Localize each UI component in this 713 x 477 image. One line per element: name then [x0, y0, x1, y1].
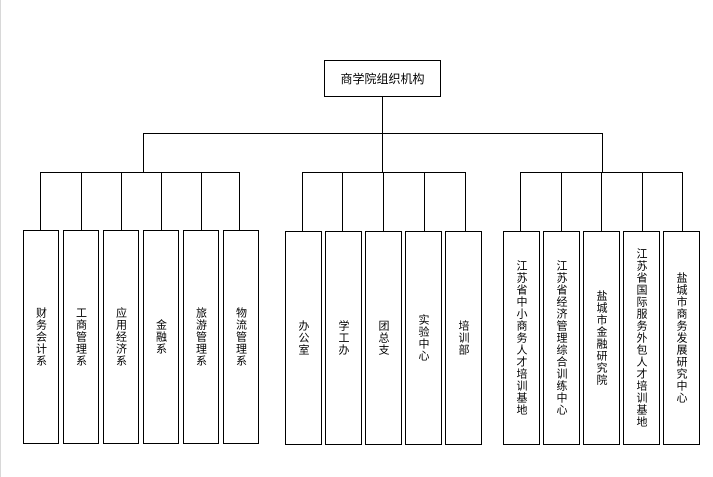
node-label: 盐城市商务发展研究中心	[675, 272, 688, 404]
node-label: 江苏省经济管理综合训练中心	[555, 260, 568, 416]
node-label: 实验中心	[417, 314, 430, 362]
group-1-bus	[40, 172, 239, 173]
node-label: 盐城市金融研究院	[595, 290, 608, 386]
leaf-drop	[561, 172, 562, 232]
group-3-drop	[602, 133, 603, 173]
leaf-drop	[465, 172, 466, 232]
node-label: 金融系	[154, 319, 168, 355]
node-tourism-management-dept: 旅游管理系	[183, 230, 219, 444]
node-label: 物流管理系	[234, 307, 248, 367]
leaf-drop	[383, 172, 384, 232]
node-yancheng-finance-institute: 盐城市金融研究院	[583, 231, 620, 445]
node-business-admin-dept: 工商管理系	[63, 230, 99, 444]
node-label: 应用经济系	[114, 307, 128, 367]
leaf-drop	[601, 172, 602, 232]
left-edge-rule	[0, 0, 1, 477]
node-student-affairs-office: 学工办	[325, 231, 362, 445]
node-label: 学工办	[337, 320, 350, 356]
node-jiangsu-econ-mgmt-training-center: 江苏省经济管理综合训练中心	[543, 231, 580, 445]
leaf-drop	[424, 172, 425, 232]
node-youth-league-branch: 团总支	[365, 231, 402, 445]
node-jiangsu-outsourcing-talent-base: 江苏省国际服务外包人才培训基地	[623, 231, 660, 445]
leaf-drop	[682, 172, 683, 232]
leaf-drop	[121, 172, 122, 231]
leaf-drop	[302, 172, 303, 232]
node-applied-economics-dept: 应用经济系	[103, 230, 139, 444]
node-label: 培训部	[457, 320, 470, 356]
main-bus-horizontal	[143, 133, 603, 134]
leaf-drop	[201, 172, 202, 231]
node-label: 办公室	[297, 320, 310, 356]
group-2-drop	[382, 133, 383, 173]
root-node: 商学院组织机构	[324, 60, 441, 97]
node-label: 财务会计系	[34, 307, 48, 367]
leaf-drop	[161, 172, 162, 231]
node-label: 江苏省国际服务外包人才培训基地	[635, 248, 648, 428]
root-node-label: 商学院组织机构	[340, 72, 425, 86]
node-jiangsu-sme-talent-base: 江苏省中小商务人才培训基地	[503, 231, 540, 445]
node-logistics-management-dept: 物流管理系	[223, 230, 259, 444]
node-yancheng-commerce-research-center: 盐城市商务发展研究中心	[663, 231, 700, 445]
node-office: 办公室	[285, 231, 322, 445]
leaf-drop	[40, 172, 41, 231]
node-label: 工商管理系	[74, 307, 88, 367]
node-finance-dept: 金融系	[143, 230, 179, 444]
node-training-dept: 培训部	[445, 231, 482, 445]
node-finance-accounting-dept: 财务会计系	[23, 230, 59, 444]
node-label: 江苏省中小商务人才培训基地	[515, 260, 528, 416]
node-lab-center: 实验中心	[405, 231, 442, 445]
node-label: 旅游管理系	[194, 307, 208, 367]
leaf-drop	[520, 172, 521, 232]
group-1-drop	[143, 133, 144, 173]
leaf-drop	[342, 172, 343, 232]
node-label: 团总支	[377, 320, 390, 356]
leaf-drop	[642, 172, 643, 232]
root-connector-vertical	[382, 97, 383, 133]
leaf-drop	[239, 172, 240, 231]
leaf-drop	[81, 172, 82, 231]
